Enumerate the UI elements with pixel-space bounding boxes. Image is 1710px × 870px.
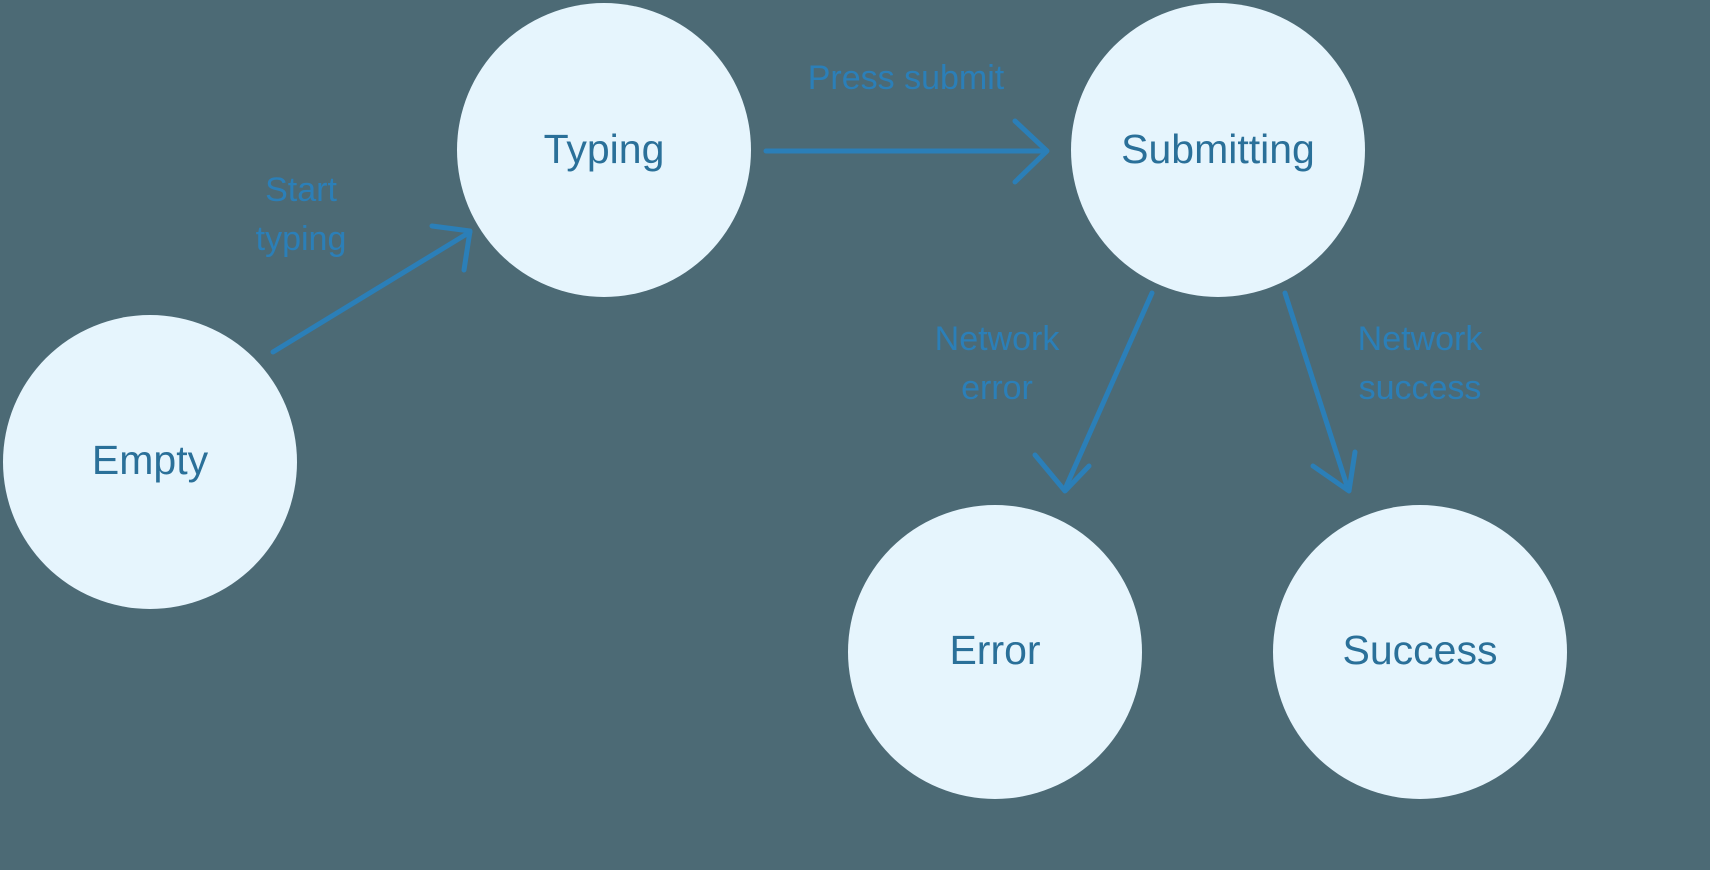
transition-label-line-1: Press submit xyxy=(808,59,1005,97)
state-node-empty[interactable]: Empty xyxy=(3,315,297,609)
transition-label-press-submit: Press submit xyxy=(808,59,1005,97)
state-node-typing[interactable]: Typing xyxy=(457,3,751,297)
transition-line xyxy=(1282,290,1351,492)
transition-label-line-1: Network xyxy=(1358,320,1484,358)
transition-label-network-error: Network error xyxy=(935,320,1061,407)
state-circle xyxy=(1273,505,1567,799)
arrowhead-chevron-icon xyxy=(1310,449,1358,494)
transition-empty-to-typing[interactable] xyxy=(270,223,473,355)
transitions-layer xyxy=(270,118,1358,494)
arrowhead-chevron-icon xyxy=(1012,118,1050,185)
state-node-error[interactable]: Error xyxy=(848,505,1142,799)
arrowhead-chevron-icon xyxy=(1032,452,1092,494)
transition-label-line-2: error xyxy=(961,369,1033,407)
state-circle xyxy=(457,3,751,297)
state-circle xyxy=(1071,3,1365,297)
state-label-error: Error xyxy=(949,627,1040,673)
transition-submitting-to-error[interactable] xyxy=(1032,290,1155,494)
state-node-success[interactable]: Success xyxy=(1273,505,1567,799)
transition-submitting-to-success[interactable] xyxy=(1282,290,1358,494)
state-circle xyxy=(848,505,1142,799)
transition-label-line-1: Start xyxy=(265,171,337,209)
transition-label-network-success: Network success xyxy=(1358,320,1484,407)
state-label-submitting: Submitting xyxy=(1121,126,1315,172)
states-layer: Empty Typing Submitting Error Success xyxy=(3,3,1567,799)
transition-line xyxy=(270,229,473,355)
state-label-success: Success xyxy=(1343,627,1498,673)
arrowhead-chevron-icon xyxy=(429,223,473,273)
state-label-typing: Typing xyxy=(544,126,665,172)
transition-line xyxy=(1062,290,1155,492)
state-node-submitting[interactable]: Submitting xyxy=(1071,3,1365,297)
transition-label-start-typing: Start typing xyxy=(256,171,347,258)
state-circle xyxy=(3,315,297,609)
transition-label-line-2: typing xyxy=(256,220,347,258)
transition-label-line-1: Network xyxy=(935,320,1061,358)
transition-label-line-2: success xyxy=(1359,369,1482,407)
state-label-empty: Empty xyxy=(92,437,209,483)
transition-typing-to-submitting[interactable] xyxy=(763,118,1050,185)
transition-labels-layer: Start typing Press submit Network error … xyxy=(256,59,1484,407)
